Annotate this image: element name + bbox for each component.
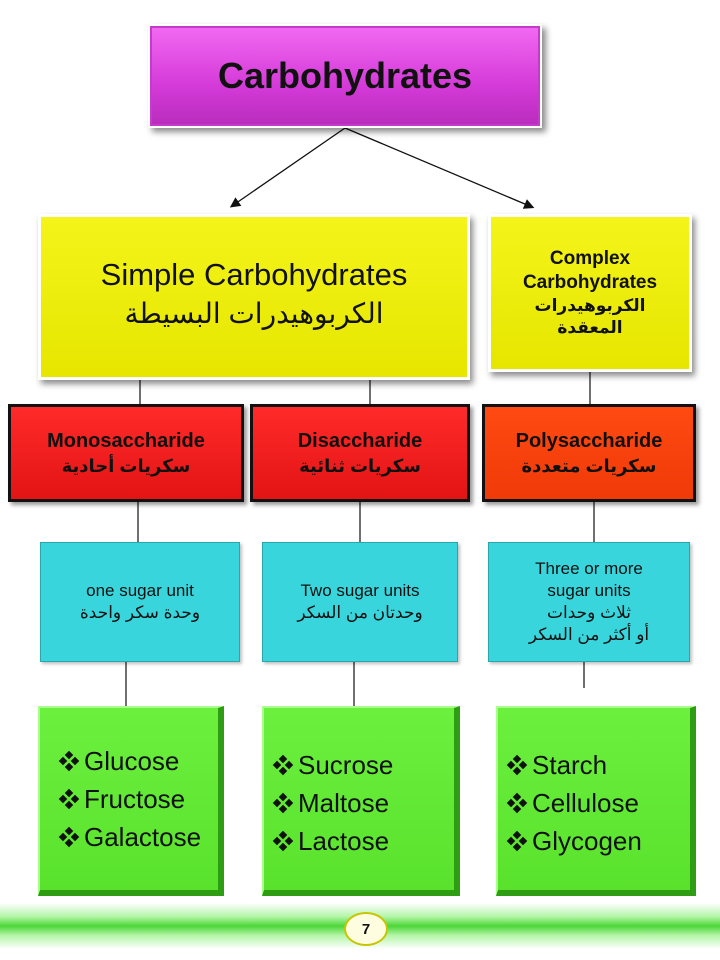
monosaccharide-examples: Glucose Fructose Galactose [38, 706, 224, 896]
arrow-to-complex [344, 127, 535, 209]
list-item: Fructose [58, 780, 218, 818]
simple-label-ar: الكربوهيدرات البسيطة [124, 297, 384, 329]
diamond-bullet-icon [506, 792, 528, 814]
arrow-to-simple [229, 127, 346, 208]
desc-poly-en-1: Three or more [535, 559, 643, 578]
polysaccharide-description: Three or more sugar units ثلاث وحدات أو … [488, 542, 690, 662]
list-item: Sucrose [272, 746, 454, 784]
diamond-bullet-icon [272, 792, 294, 814]
diamond-bullet-icon [272, 830, 294, 852]
complex-label-en-1: Complex [549, 248, 631, 269]
poly-label-ar: سكريات متعددة [521, 456, 657, 476]
complex-label-ar-1: الكربوهيدرات [534, 296, 646, 315]
di-label-ar: سكريات ثنائية [299, 456, 421, 476]
example-text: Cellulose [532, 788, 639, 818]
list-item: Starch [506, 746, 690, 784]
desc-poly-ar-2: أو أكثر من السكر [528, 625, 650, 644]
diamond-bullet-icon [506, 754, 528, 776]
example-text: Fructose [84, 784, 186, 814]
example-text: Lactose [298, 826, 390, 856]
diamond-bullet-icon [58, 826, 80, 848]
list-item: Glucose [58, 742, 218, 780]
desc-mono-ar: وحدة سكر واحدة [79, 603, 201, 622]
poly-label-en: Polysaccharide [515, 430, 663, 452]
list-item: Galactose [58, 818, 218, 856]
polysaccharide-box: Polysaccharide سكريات متعددة [482, 404, 696, 502]
example-text: Galactose [84, 822, 202, 852]
diamond-bullet-icon [272, 754, 294, 776]
example-text: Glycogen [532, 826, 642, 856]
complex-label-ar-2: المعقدة [557, 318, 623, 337]
list-item: Cellulose [506, 784, 690, 822]
example-text: Maltose [298, 788, 390, 818]
desc-di-en: Two sugar units [300, 581, 420, 600]
disaccharide-examples: Sucrose Maltose Lactose [262, 706, 460, 896]
disaccharide-box: Disaccharide سكريات ثنائية [250, 404, 470, 502]
diamond-bullet-icon [58, 788, 80, 810]
example-text: Starch [532, 750, 608, 780]
monosaccharide-box: Monosaccharide سكريات أحادية [8, 404, 244, 502]
diamond-bullet-icon [506, 830, 528, 852]
desc-poly-en-2: sugar units [547, 581, 631, 600]
desc-mono-en: one sugar unit [86, 581, 194, 600]
di-label-en: Disaccharide [297, 430, 423, 452]
polysaccharide-examples: Starch Cellulose Glycogen [496, 706, 696, 896]
complex-carbohydrates-box: Complex Carbohydrates الكربوهيدرات المعق… [488, 214, 692, 372]
list-item: Lactose [272, 822, 454, 860]
mono-label-ar: سكريات أحادية [61, 456, 191, 476]
page-number: 7 [344, 912, 388, 946]
title-box: Carbohydrates [148, 24, 542, 128]
example-text: Glucose [84, 746, 180, 776]
title-text: Carbohydrates [217, 55, 473, 96]
mono-label-en: Monosaccharide [47, 430, 205, 452]
disaccharide-description: Two sugar units وحدتان من السكر [262, 542, 458, 662]
list-item: Glycogen [506, 822, 690, 860]
example-text: Sucrose [298, 750, 394, 780]
desc-poly-ar-1: ثلاث وحدات [547, 603, 631, 622]
diamond-bullet-icon [58, 750, 80, 772]
list-item: Maltose [272, 784, 454, 822]
complex-label-en-2: Carbohydrates [522, 272, 658, 293]
simple-carbohydrates-box: Simple Carbohydrates الكربوهيدرات البسيط… [38, 214, 470, 380]
simple-label-en: Simple Carbohydrates [100, 256, 408, 292]
monosaccharide-description: one sugar unit وحدة سكر واحدة [40, 542, 240, 662]
desc-di-ar: وحدتان من السكر [297, 603, 423, 622]
